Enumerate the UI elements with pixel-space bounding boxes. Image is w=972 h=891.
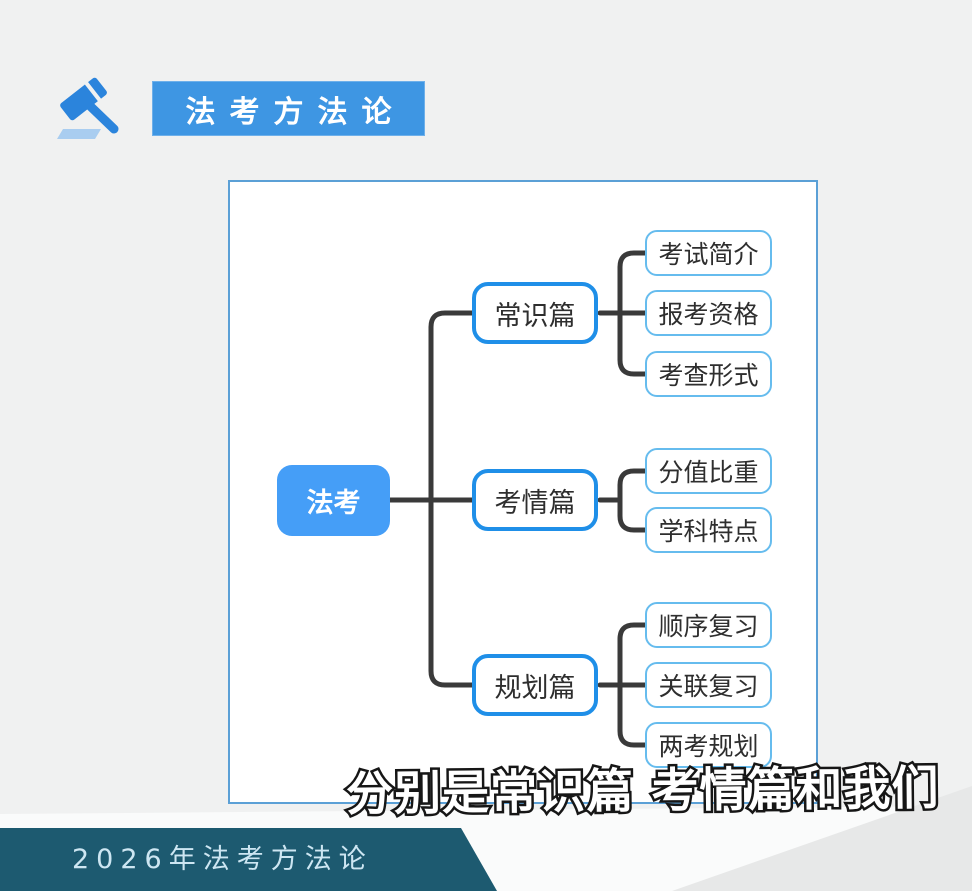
mindmap-leaf-kaochaxingshi: 考查形式: [645, 351, 772, 397]
footer-bar: 2026年法考方法论: [0, 828, 497, 891]
mindmap-leaf-fenzhibizhong: 分值比重: [645, 448, 772, 494]
page-title: 法考方法论: [152, 81, 425, 136]
mindmap-leaf-liangkaoguihua: 两考规划: [645, 722, 772, 768]
gavel-icon: [57, 77, 119, 139]
mindmap-leaf-kaoshijianjie: 考试简介: [645, 230, 772, 276]
mindmap-leaf-shunxufuxi: 顺序复习: [645, 602, 772, 648]
mindmap-branch-changshipian: 常识篇: [472, 282, 598, 344]
video-subtitle: 分别是常识篇 考情篇和我们: [343, 758, 942, 824]
mindmap-branch-guihuapian: 规划篇: [472, 654, 598, 716]
mindmap-branch-kaoqingpian: 考情篇: [472, 469, 598, 531]
mindmap-leaf-baokaozige: 报考资格: [645, 290, 772, 336]
mindmap-leaf-xueketedian: 学科特点: [645, 507, 772, 553]
mindmap-root-node: 法考: [277, 465, 390, 536]
mindmap-leaf-guanlianfuxi: 关联复习: [645, 662, 772, 708]
footer-label: 2026年法考方法论: [72, 844, 373, 875]
